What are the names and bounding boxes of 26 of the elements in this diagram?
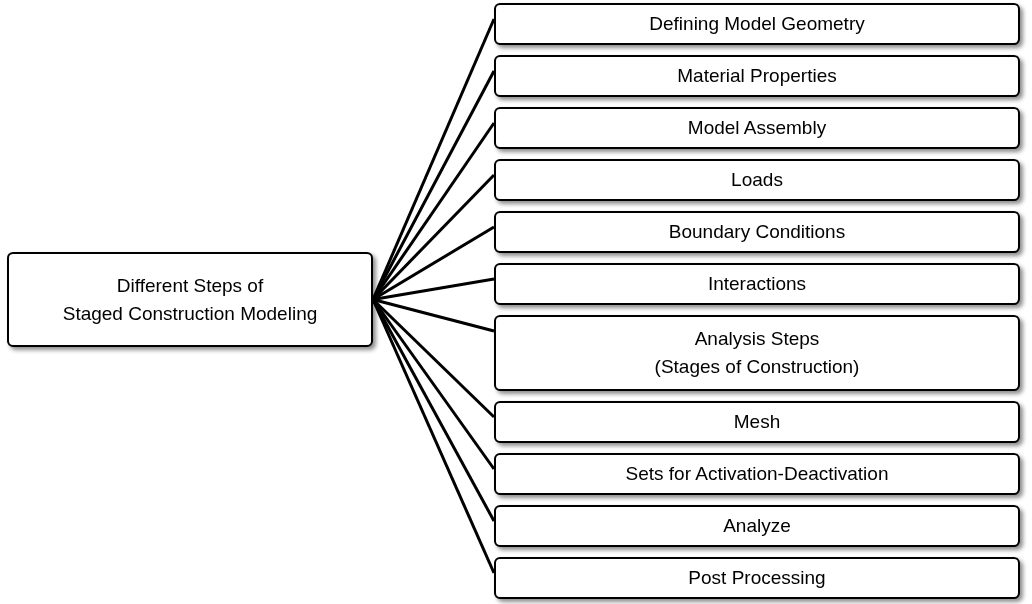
box-label: Analysis Steps <box>694 327 820 351</box>
process-box <box>494 3 1020 45</box>
box-label: Defining Model Geometry <box>649 12 865 36</box>
box-label: Mesh <box>733 410 781 434</box>
process-box <box>7 252 373 347</box>
box-label: (Stages of Construction) <box>654 355 860 379</box>
process-box <box>494 315 1020 391</box>
process-box <box>494 263 1020 305</box>
process-box <box>494 55 1020 97</box>
box-label: Different Steps of <box>116 273 264 298</box>
process-box <box>494 453 1020 495</box>
box-label: Loads <box>731 168 783 192</box>
process-box <box>494 505 1020 547</box>
process-box <box>494 557 1020 599</box>
box-label: Analyze <box>723 514 791 538</box>
box-label: Sets for Activation-Deactivation <box>625 462 889 486</box>
box-label: Boundary Conditions <box>668 220 846 244</box>
box-label: Staged Construction Modeling <box>62 301 318 326</box>
process-box <box>494 401 1020 443</box>
process-box <box>494 107 1020 149</box>
box-label: Material Properties <box>677 64 837 88</box>
box-label: Model Assembly <box>687 116 827 140</box>
box-label: Interactions <box>707 272 807 296</box>
process-box <box>494 159 1020 201</box>
box-label: Post Processing <box>688 566 826 590</box>
process-box <box>494 211 1020 253</box>
